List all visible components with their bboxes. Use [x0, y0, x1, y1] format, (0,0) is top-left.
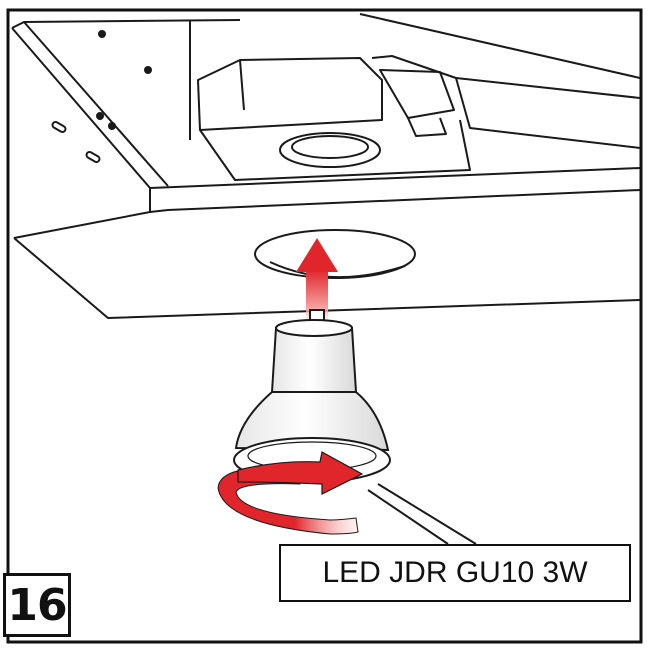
step-number: 16: [7, 579, 67, 631]
bulb-spec-text: LED JDR GU10 3W: [322, 556, 588, 589]
bulb-base: [270, 327, 358, 393]
left-side-panel: [11, 27, 151, 239]
bottom-panel-edge: [13, 237, 641, 319]
rotate-clockwise-icon: [217, 451, 364, 535]
inner-lamp-hole: [279, 132, 381, 168]
bulb-spec-callout: LED JDR GU10 3W: [279, 544, 631, 602]
motor-housing: [197, 57, 383, 131]
step-number-badge: 16: [3, 573, 71, 637]
bulb-reflector: [234, 391, 390, 452]
hood-housing: [11, 13, 641, 319]
gu10-bulb: [233, 309, 391, 483]
diagram-frame: [6, 8, 643, 644]
connector-block: [379, 69, 455, 119]
callout-leader: [367, 483, 477, 545]
